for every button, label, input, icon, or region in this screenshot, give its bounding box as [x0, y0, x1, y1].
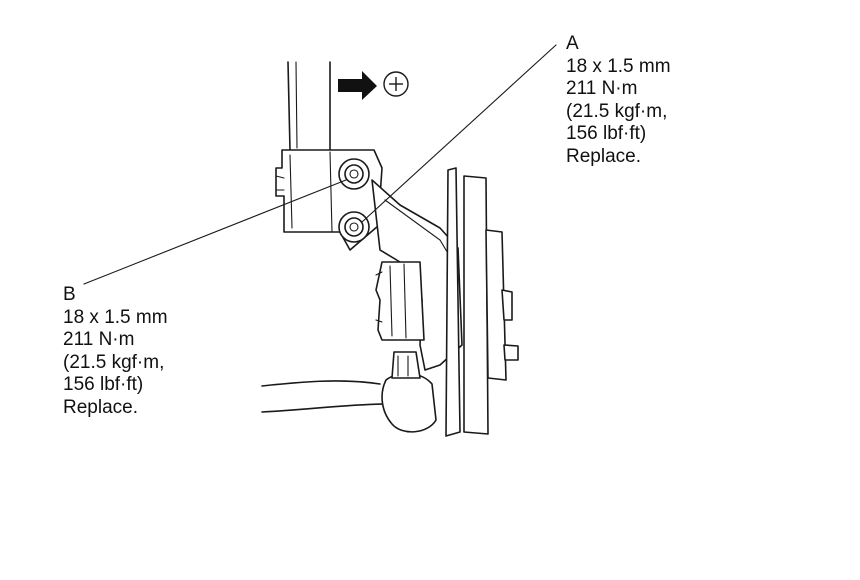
callout-b-torque-nm: 211 N·m	[63, 329, 135, 350]
cv-joint-boot	[375, 261, 425, 341]
callout-b-torque-lbf: 156 lbf·ft)	[63, 374, 144, 395]
callout-b-size: 18 x 1.5 mm	[63, 306, 168, 328]
bolt-a	[338, 211, 370, 243]
callout-b: B 18 x 1.5 mm 211 N·m (21.5 kgf·m, 156 l…	[63, 284, 168, 419]
callout-b-note: Replace.	[63, 396, 138, 418]
callout-a-torque-kgf: (21.5 kgf·m,	[566, 100, 668, 122]
damper-strut	[287, 61, 331, 151]
callout-b-letter: B	[63, 284, 76, 305]
callout-a-size: 18 x 1.5 mm	[566, 55, 671, 77]
leader-line-b	[83, 179, 347, 285]
plus-circle-icon	[383, 71, 409, 97]
callout-a: A 18 x 1.5 mm 211 N·m (21.5 kgf·m, 156 l…	[566, 33, 671, 168]
arrow-right-icon	[338, 71, 377, 100]
callout-a-torque-nm: 211 N·m	[566, 78, 638, 99]
leader-line-a	[361, 44, 557, 223]
callout-b-torque-kgf: (21.5 kgf·m,	[63, 351, 165, 373]
callout-a-letter: A	[566, 33, 579, 54]
callout-a-torque-lbf: 156 lbf·ft)	[566, 123, 647, 144]
lower-arm	[261, 351, 437, 433]
brake-disc	[445, 167, 519, 437]
callout-a-note: Replace.	[566, 145, 641, 167]
bolt-b	[338, 158, 370, 190]
